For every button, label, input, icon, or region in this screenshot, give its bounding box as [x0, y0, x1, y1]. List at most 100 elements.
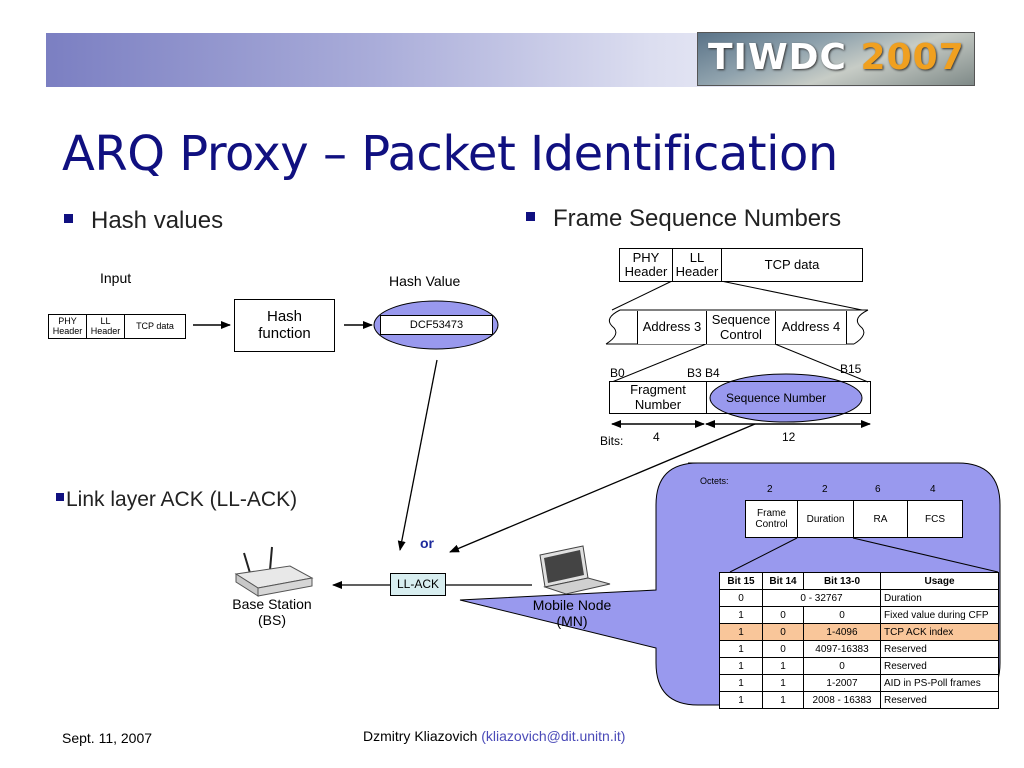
expand-line-right [720, 280, 863, 311]
mac-header-left-wave [605, 309, 621, 345]
bullet-square-icon [64, 214, 73, 224]
cell-bit14: 1 [762, 674, 804, 692]
bullet-square-icon [526, 212, 535, 222]
table-row: 1 1 1-2007 AID in PS-Poll frames [719, 674, 999, 692]
sequence-bits: 12 [782, 430, 796, 444]
table-row-highlighted: 1 0 1-4096 TCP ACK index [719, 623, 999, 641]
octet-duration: 2 [822, 484, 828, 495]
cell-bit15: 1 [719, 640, 763, 658]
ll-label: LL [689, 249, 705, 265]
base-station-line2: (BS) [258, 612, 286, 629]
octet-ra: 6 [875, 484, 881, 495]
cell-bit13-0: 0 [803, 657, 881, 675]
bullet-square-icon [56, 493, 64, 502]
cell-bit14: 0 [762, 640, 804, 658]
col-bit15: Bit 15 [719, 572, 763, 590]
octets-label: Octets: [700, 476, 729, 486]
cell-bit15: 0 [719, 589, 763, 607]
footer-author: Dzmitry Kliazovich (kliazovich@dit.unitn… [363, 728, 625, 744]
col-usage: Usage [880, 572, 999, 590]
ll-ack-box: LL-ACK [390, 573, 446, 596]
expand-line-left [611, 280, 673, 311]
cell-bit15: 1 [719, 657, 763, 675]
cell-usage: Reserved [880, 691, 999, 709]
table-row: 1 0 4097-16383 Reserved [719, 640, 999, 658]
cell-bit13-0: 1-4096 [803, 623, 881, 641]
hash-function-line2: function [258, 324, 311, 342]
cell-bit15: 1 [719, 606, 763, 624]
footer-date: Sept. 11, 2007 [62, 730, 153, 746]
header-label: Header [624, 264, 668, 279]
input-label: Input [100, 270, 132, 286]
cell-bit15: 1 [719, 691, 763, 709]
fragment-bits: 4 [653, 430, 660, 444]
mobile-node-line1: Mobile Node [532, 597, 612, 613]
fcs-field: FCS [907, 500, 963, 538]
cell-bit15: 1 [719, 623, 763, 641]
sequence-number-label: Sequence Number [726, 391, 827, 405]
seq-expand-left [611, 343, 707, 383]
table-row: 1 1 2008 - 16383 Reserved [719, 691, 999, 709]
cell-usage: AID in PS-Poll frames [880, 674, 999, 692]
bullet-frame-seq-text: Frame Sequence Numbers [553, 205, 842, 232]
arrow-hash-to-llack [397, 359, 438, 551]
mobile-node-label: Mobile Node (MN) [522, 597, 622, 629]
cell-usage: Fixed value during CFP [880, 606, 999, 624]
address4-field: Address 4 [775, 311, 847, 344]
bullet-frame-seq: Frame Sequence Numbers [526, 205, 841, 233]
logo-text-year: 2007 [860, 37, 965, 78]
router-icon [234, 546, 314, 597]
base-station-line1: Base Station [232, 596, 312, 612]
cell-usage: Duration [880, 589, 999, 607]
ll-label: LL [100, 315, 111, 326]
table-row: 0 0 - 32767 Duration [719, 589, 999, 607]
mac-header-right-wave [853, 309, 869, 345]
duration-usage-table: Bit 15 Bit 14 Bit 13-0 Usage 0 0 - 32767… [719, 572, 999, 709]
seq-control-line2: Control [720, 326, 762, 342]
bit-label-b0: B0 [610, 366, 625, 380]
cell-bit15: 1 [719, 674, 763, 692]
duration-field: Duration [797, 500, 854, 538]
conference-logo: TIWDC 2007 [697, 32, 975, 86]
footer-author-email: (kliazovich@dit.unitn.it) [481, 728, 626, 744]
col-bit13-0: Bit 13-0 [803, 572, 881, 590]
cell-usage: Reserved [880, 657, 999, 675]
footer-author-name: Dzmitry Kliazovich [363, 728, 478, 744]
header-label: Header [675, 264, 719, 279]
hash-value-box: DCF53473 [380, 315, 493, 335]
seq-control-line1: Sequence [711, 312, 771, 328]
cell-bit14: 1 [762, 691, 804, 709]
cell-bit13-0: 2008 - 16383 [803, 691, 881, 709]
bullet-hash-text: Hash values [91, 207, 224, 234]
bullet-ll-ack-text: Link layer ACK (LL-ACK) [66, 488, 298, 511]
cell-bit14: 0 [762, 606, 804, 624]
bullet-hash-values: Hash values [64, 207, 223, 235]
octet-frame-control: 2 [767, 484, 773, 495]
header-label: Header [90, 325, 121, 336]
frame-control-line1: Frame [757, 508, 786, 519]
cell-bit13-0: 4097-16383 [803, 640, 881, 658]
or-label: or [420, 535, 434, 551]
hash-value-label: Hash Value [389, 273, 461, 289]
cell-usage: Reserved [880, 640, 999, 658]
hash-packet-tcp-data: TCP data [124, 314, 186, 339]
duration-usage-table-wrap: Bit 15 Bit 14 Bit 13-0 Usage 0 0 - 32767… [719, 572, 999, 709]
bit-label-b15: B15 [840, 362, 862, 376]
phy-label: PHY [58, 315, 77, 326]
fragment-line2: Number [634, 396, 682, 412]
frame-packet-tcp-data: TCP data [721, 248, 863, 282]
fragment-line1: Fragment [630, 382, 686, 398]
arrow-seq-to-llack [449, 423, 756, 553]
table-row: 1 1 0 Reserved [719, 657, 999, 675]
frame-control-line2: Control [755, 519, 788, 530]
cell-bit14: 1 [762, 657, 804, 675]
col-bit14: Bit 14 [762, 572, 804, 590]
sequence-number-frame [706, 381, 871, 414]
cell-usage: TCP ACK index [880, 623, 999, 641]
hash-function-line1: Hash [266, 308, 303, 325]
